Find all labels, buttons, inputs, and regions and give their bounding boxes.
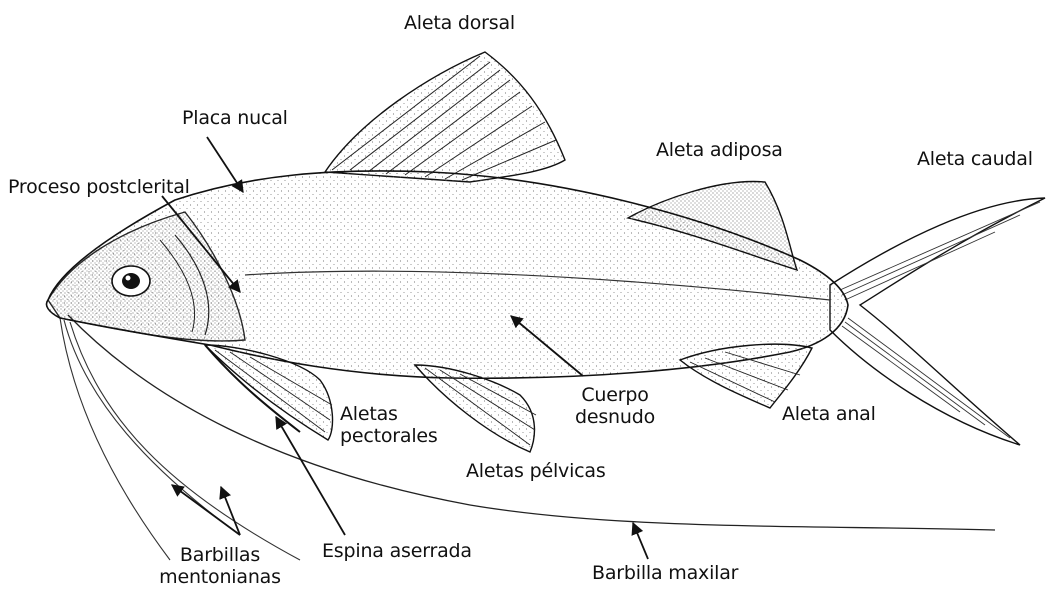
label-barbillas-mentonianas-2: mentonianas <box>150 566 290 588</box>
label-espina-aserrada: Espina aserrada <box>322 540 472 562</box>
label-aletas-pelvicas: Aletas pélvicas <box>466 460 606 482</box>
dorsal-fin <box>325 52 565 182</box>
label-aletas-pectorales-2: pectorales <box>340 425 438 447</box>
label-cuerpo-desnudo-1: Cuerpo <box>570 384 660 406</box>
label-barbillas-mentonianas-1: Barbillas <box>150 544 290 566</box>
arrow-barbilla-maxilar <box>633 523 648 559</box>
label-aleta-caudal: Aleta caudal <box>917 148 1033 170</box>
anal-fin <box>680 344 812 408</box>
label-aletas-pectorales-1: Aletas <box>340 403 398 425</box>
label-cuerpo-desnudo-2: desnudo <box>570 406 660 428</box>
arrow-placa-nucal <box>207 137 243 192</box>
eye-icon <box>112 266 150 296</box>
label-placa-nucal: Placa nucal <box>182 107 288 129</box>
label-aleta-dorsal: Aleta dorsal <box>404 12 515 34</box>
label-aleta-adiposa: Aleta adiposa <box>656 139 783 161</box>
label-barbilla-maxilar: Barbilla maxilar <box>592 562 738 584</box>
label-proceso-postclerital: Proceso postclerital <box>8 176 190 198</box>
label-aleta-anal: Aleta anal <box>782 403 876 425</box>
arrow-espina <box>276 417 345 535</box>
